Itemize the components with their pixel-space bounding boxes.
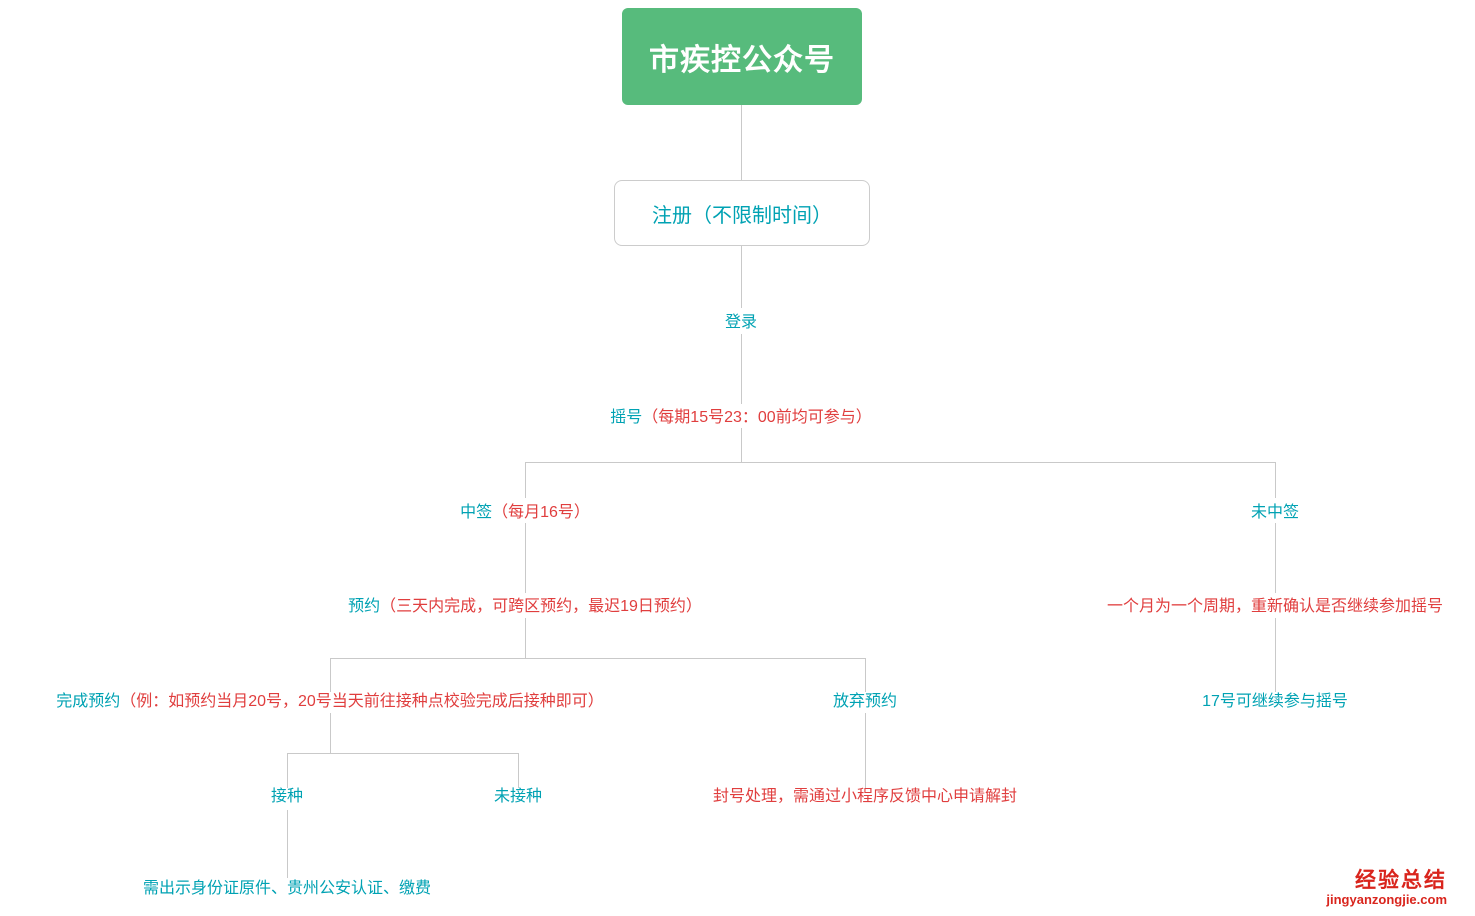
node-cycle: 一个月为一个周期，重新确认是否继续参加摇号 xyxy=(1107,596,1443,618)
node-complete-label: 完成预约 xyxy=(56,693,121,710)
node-lottery: 摇号（每期15号23：00前均可参与） xyxy=(610,407,871,429)
node-lottery-label: 摇号 xyxy=(610,409,643,426)
node-day17-label: 17号可继续参与摇号 xyxy=(1202,693,1348,710)
watermark-brand: 经验总结 xyxy=(1355,868,1447,892)
connector-bar-complete xyxy=(330,658,331,692)
node-reserve-label: 预约 xyxy=(348,598,381,615)
node-login-label: 登录 xyxy=(724,314,758,331)
watermark-site: jingyanzongjie.com xyxy=(1326,892,1447,908)
connector-cycle-day17 xyxy=(1275,618,1276,692)
node-no-win-label: 未中签 xyxy=(1250,504,1300,521)
node-register: 注册（不限制时间） xyxy=(614,180,870,246)
node-win: 中签（每月16号） xyxy=(460,502,590,524)
connector-abandon-ban xyxy=(865,713,866,788)
node-complete-note: （例：如预约当月20号，20号当天前往接种点校验完成后接种即可） xyxy=(120,693,604,710)
connector-split-nowin xyxy=(1275,462,1276,498)
connector-bar-abandon xyxy=(865,658,866,692)
node-lottery-note: （每期15号23：00前均可参与） xyxy=(642,409,872,426)
node-root-label: 市疾控公众号 xyxy=(649,43,835,77)
node-not-vaccinated: 未接种 xyxy=(494,786,542,808)
node-win-note: （每月16号） xyxy=(492,504,590,521)
connector-vaccinated-requirement xyxy=(287,810,288,878)
node-requirement: 需出示身份证原件、贵州公安认证、缴费 xyxy=(143,878,431,900)
node-abandon-label: 放弃预约 xyxy=(832,693,898,710)
node-complete: 完成预约（例：如预约当月20号，20号当天前往接种点校验完成后接种即可） xyxy=(56,691,604,713)
node-cycle-label: 一个月为一个周期，重新确认是否继续参加摇号 xyxy=(1106,598,1444,615)
connector-bar-notvaccinated xyxy=(518,753,519,788)
node-register-label: 注册（不限制时间） xyxy=(652,204,832,227)
connector-complete-bar xyxy=(287,753,518,754)
connector-nowin-cycle xyxy=(1275,523,1276,593)
node-ban-label: 封号处理，需通过小程序反馈中心申请解封 xyxy=(712,788,1018,805)
connector-register-login xyxy=(741,246,742,308)
node-root: 市疾控公众号 xyxy=(622,8,862,105)
node-requirement-label: 需出示身份证原件、贵州公安认证、缴费 xyxy=(142,880,432,897)
node-ban: 封号处理，需通过小程序反馈中心申请解封 xyxy=(713,786,1017,808)
connector-win-reserve xyxy=(525,523,526,593)
node-no-win: 未中签 xyxy=(1251,502,1299,524)
watermark: 经验总结 jingyanzongjie.com xyxy=(1326,869,1447,908)
node-win-label: 中签 xyxy=(460,504,493,521)
node-vaccinated: 接种 xyxy=(271,786,303,808)
connector-reserve-split xyxy=(525,618,526,658)
connector-split-bar xyxy=(525,462,1275,463)
connector-root-register xyxy=(741,105,742,180)
node-day17: 17号可继续参与摇号 xyxy=(1202,691,1348,713)
connector-split-win xyxy=(525,462,526,498)
node-reserve: 预约（三天内完成，可跨区预约，最迟19日预约） xyxy=(348,596,702,618)
connector-complete-split xyxy=(330,713,331,753)
node-abandon: 放弃预约 xyxy=(833,691,897,713)
node-not-vaccinated-label: 未接种 xyxy=(493,788,543,805)
node-login: 登录 xyxy=(725,312,757,334)
connector-bar-vaccinated xyxy=(287,753,288,788)
connector-login-lottery xyxy=(741,334,742,404)
node-reserve-note: （三天内完成，可跨区预约，最迟19日预约） xyxy=(380,598,702,615)
connector-lottery-split xyxy=(741,428,742,462)
connector-reserve-bar xyxy=(330,658,865,659)
node-vaccinated-label: 接种 xyxy=(270,788,304,805)
